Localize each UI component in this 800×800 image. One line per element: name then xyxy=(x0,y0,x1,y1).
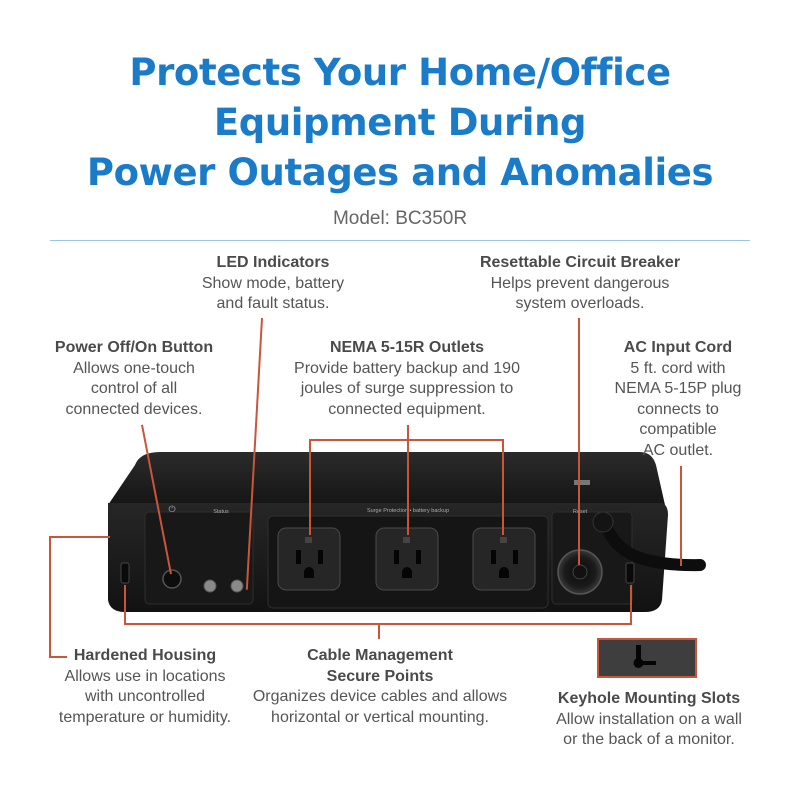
leader-nema-mid xyxy=(407,439,409,535)
callout-cable-desc-1: Organizes device cables and allows xyxy=(252,688,508,705)
outlet-3 xyxy=(472,527,536,591)
reset-label: Reset xyxy=(573,509,588,515)
callout-housing-desc-3: temperature or humidity. xyxy=(58,708,232,726)
brand-logo xyxy=(574,480,590,485)
callout-keyhole: Keyhole Mounting Slots Allow installatio… xyxy=(540,689,758,751)
keyhole-slot-icon xyxy=(633,645,656,668)
callout-power-desc-1: Allows one-touch xyxy=(73,359,195,377)
leader-nema-stem xyxy=(407,425,409,441)
callout-keyhole-title: Keyhole Mounting Slots xyxy=(557,690,741,707)
callout-ac-desc-3: connects to xyxy=(637,400,719,418)
leader-cable-stem xyxy=(378,623,380,639)
device-top xyxy=(108,452,665,505)
callout-housing-desc-1: Allows use in locations xyxy=(64,667,226,685)
status-label: Status xyxy=(213,509,229,515)
power-symbol-icon: ⏻ xyxy=(168,504,175,515)
callout-led-desc-2: and fault status. xyxy=(216,295,330,312)
callout-led: LED Indicators Show mode, battery and fa… xyxy=(175,253,371,315)
callout-breaker-desc-1: Helps prevent dangerous xyxy=(490,274,670,292)
leader-cable-right xyxy=(630,585,632,625)
callout-ac-desc-5: AC outlet. xyxy=(642,441,714,459)
callout-keyhole-desc-1: Allow installation on a wall xyxy=(556,710,742,728)
callout-cable-title: Cable Management xyxy=(307,647,453,664)
leader-breaker xyxy=(578,318,580,565)
callout-ac-title: AC Input Cord xyxy=(623,339,733,356)
cable-slot-right xyxy=(625,562,635,584)
model-number: Model: BC350R xyxy=(332,208,468,229)
leader-cable-left xyxy=(124,585,126,625)
led-indicator-1 xyxy=(203,579,217,593)
leader-ac xyxy=(680,466,682,566)
callout-cable-title-2: Secure Points xyxy=(326,667,434,685)
callout-nema-title: NEMA 5-15R Outlets xyxy=(329,339,485,356)
callout-housing-desc-2: with uncontrolled xyxy=(84,688,206,705)
callout-cable-desc-2: horizontal or vertical mounting. xyxy=(271,708,489,726)
leader-housing-top xyxy=(49,536,110,538)
callout-led-title: LED Indicators xyxy=(216,254,330,271)
callout-housing-title: Hardened Housing xyxy=(73,647,217,664)
outlet-2 xyxy=(375,527,439,591)
callout-power-desc-3: connected devices. xyxy=(65,400,203,418)
callout-keyhole-desc-2: or the back of a monitor. xyxy=(563,731,735,748)
callout-nema-desc-2: joules of surge suppression to xyxy=(300,380,514,397)
callout-breaker: Resettable Circuit Breaker Helps prevent… xyxy=(455,253,705,315)
headline-line-3: Power Outages and Anomalies xyxy=(86,151,714,194)
callout-power-desc-2: control of all xyxy=(90,380,178,397)
headline-line-1: Protects Your Home/Office xyxy=(129,51,671,94)
callout-nema-desc-3: connected equipment. xyxy=(328,400,486,418)
leader-nema-bar xyxy=(309,439,504,441)
callout-power-title: Power Off/On Button xyxy=(54,339,214,356)
callout-nema: NEMA 5-15R Outlets Provide battery backu… xyxy=(280,338,534,420)
leader-nema-left xyxy=(309,439,311,535)
callout-breaker-desc-2: system overloads. xyxy=(515,295,645,312)
divider-rule xyxy=(50,240,750,241)
keyhole-inset xyxy=(597,638,697,678)
callout-ac-desc-2: NEMA 5-15P plug xyxy=(614,380,742,397)
led-indicator-2 xyxy=(230,579,244,593)
callout-ac-desc-4: compatible xyxy=(639,421,717,438)
callout-housing: Hardened Housing Allows use in locations… xyxy=(42,646,248,728)
callout-cable: Cable Management Secure Points Organizes… xyxy=(240,646,520,728)
callout-breaker-title: Resettable Circuit Breaker xyxy=(479,254,681,271)
headline: Protects Your Home/Office Equipment Duri… xyxy=(0,48,800,198)
outlet-1 xyxy=(277,527,341,591)
callout-power: Power Off/On Button Allows one-touch con… xyxy=(38,338,230,420)
callout-nema-desc-1: Provide battery backup and 190 xyxy=(294,359,520,377)
power-button xyxy=(162,569,182,589)
leader-nema-right xyxy=(502,439,504,535)
leader-housing-side xyxy=(49,536,51,658)
callout-ac: AC Input Cord 5 ft. cord with NEMA 5-15P… xyxy=(600,338,756,461)
callout-ac-desc-1: 5 ft. cord with xyxy=(630,359,726,377)
cable-slot-left xyxy=(120,562,130,584)
callout-led-desc-1: Show mode, battery xyxy=(201,274,345,292)
headline-line-2: Equipment During xyxy=(213,101,587,144)
leader-housing-bottom xyxy=(49,656,67,658)
